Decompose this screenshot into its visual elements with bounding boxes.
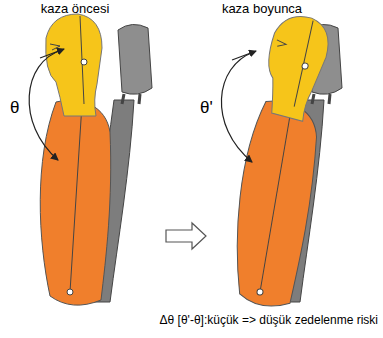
panel-heading: kaza öncesi <box>41 2 110 17</box>
panel-heading: kaza boyunca <box>222 2 302 17</box>
transition-arrow <box>166 223 206 249</box>
figure-before <box>29 14 152 305</box>
caption: Δθ [θ'-θ]:küçük => düşük zedelenme riski <box>160 314 378 328</box>
angle-symbol: θ <box>10 98 19 118</box>
angle-symbol: θ' <box>200 98 213 118</box>
figure-during <box>221 8 342 310</box>
